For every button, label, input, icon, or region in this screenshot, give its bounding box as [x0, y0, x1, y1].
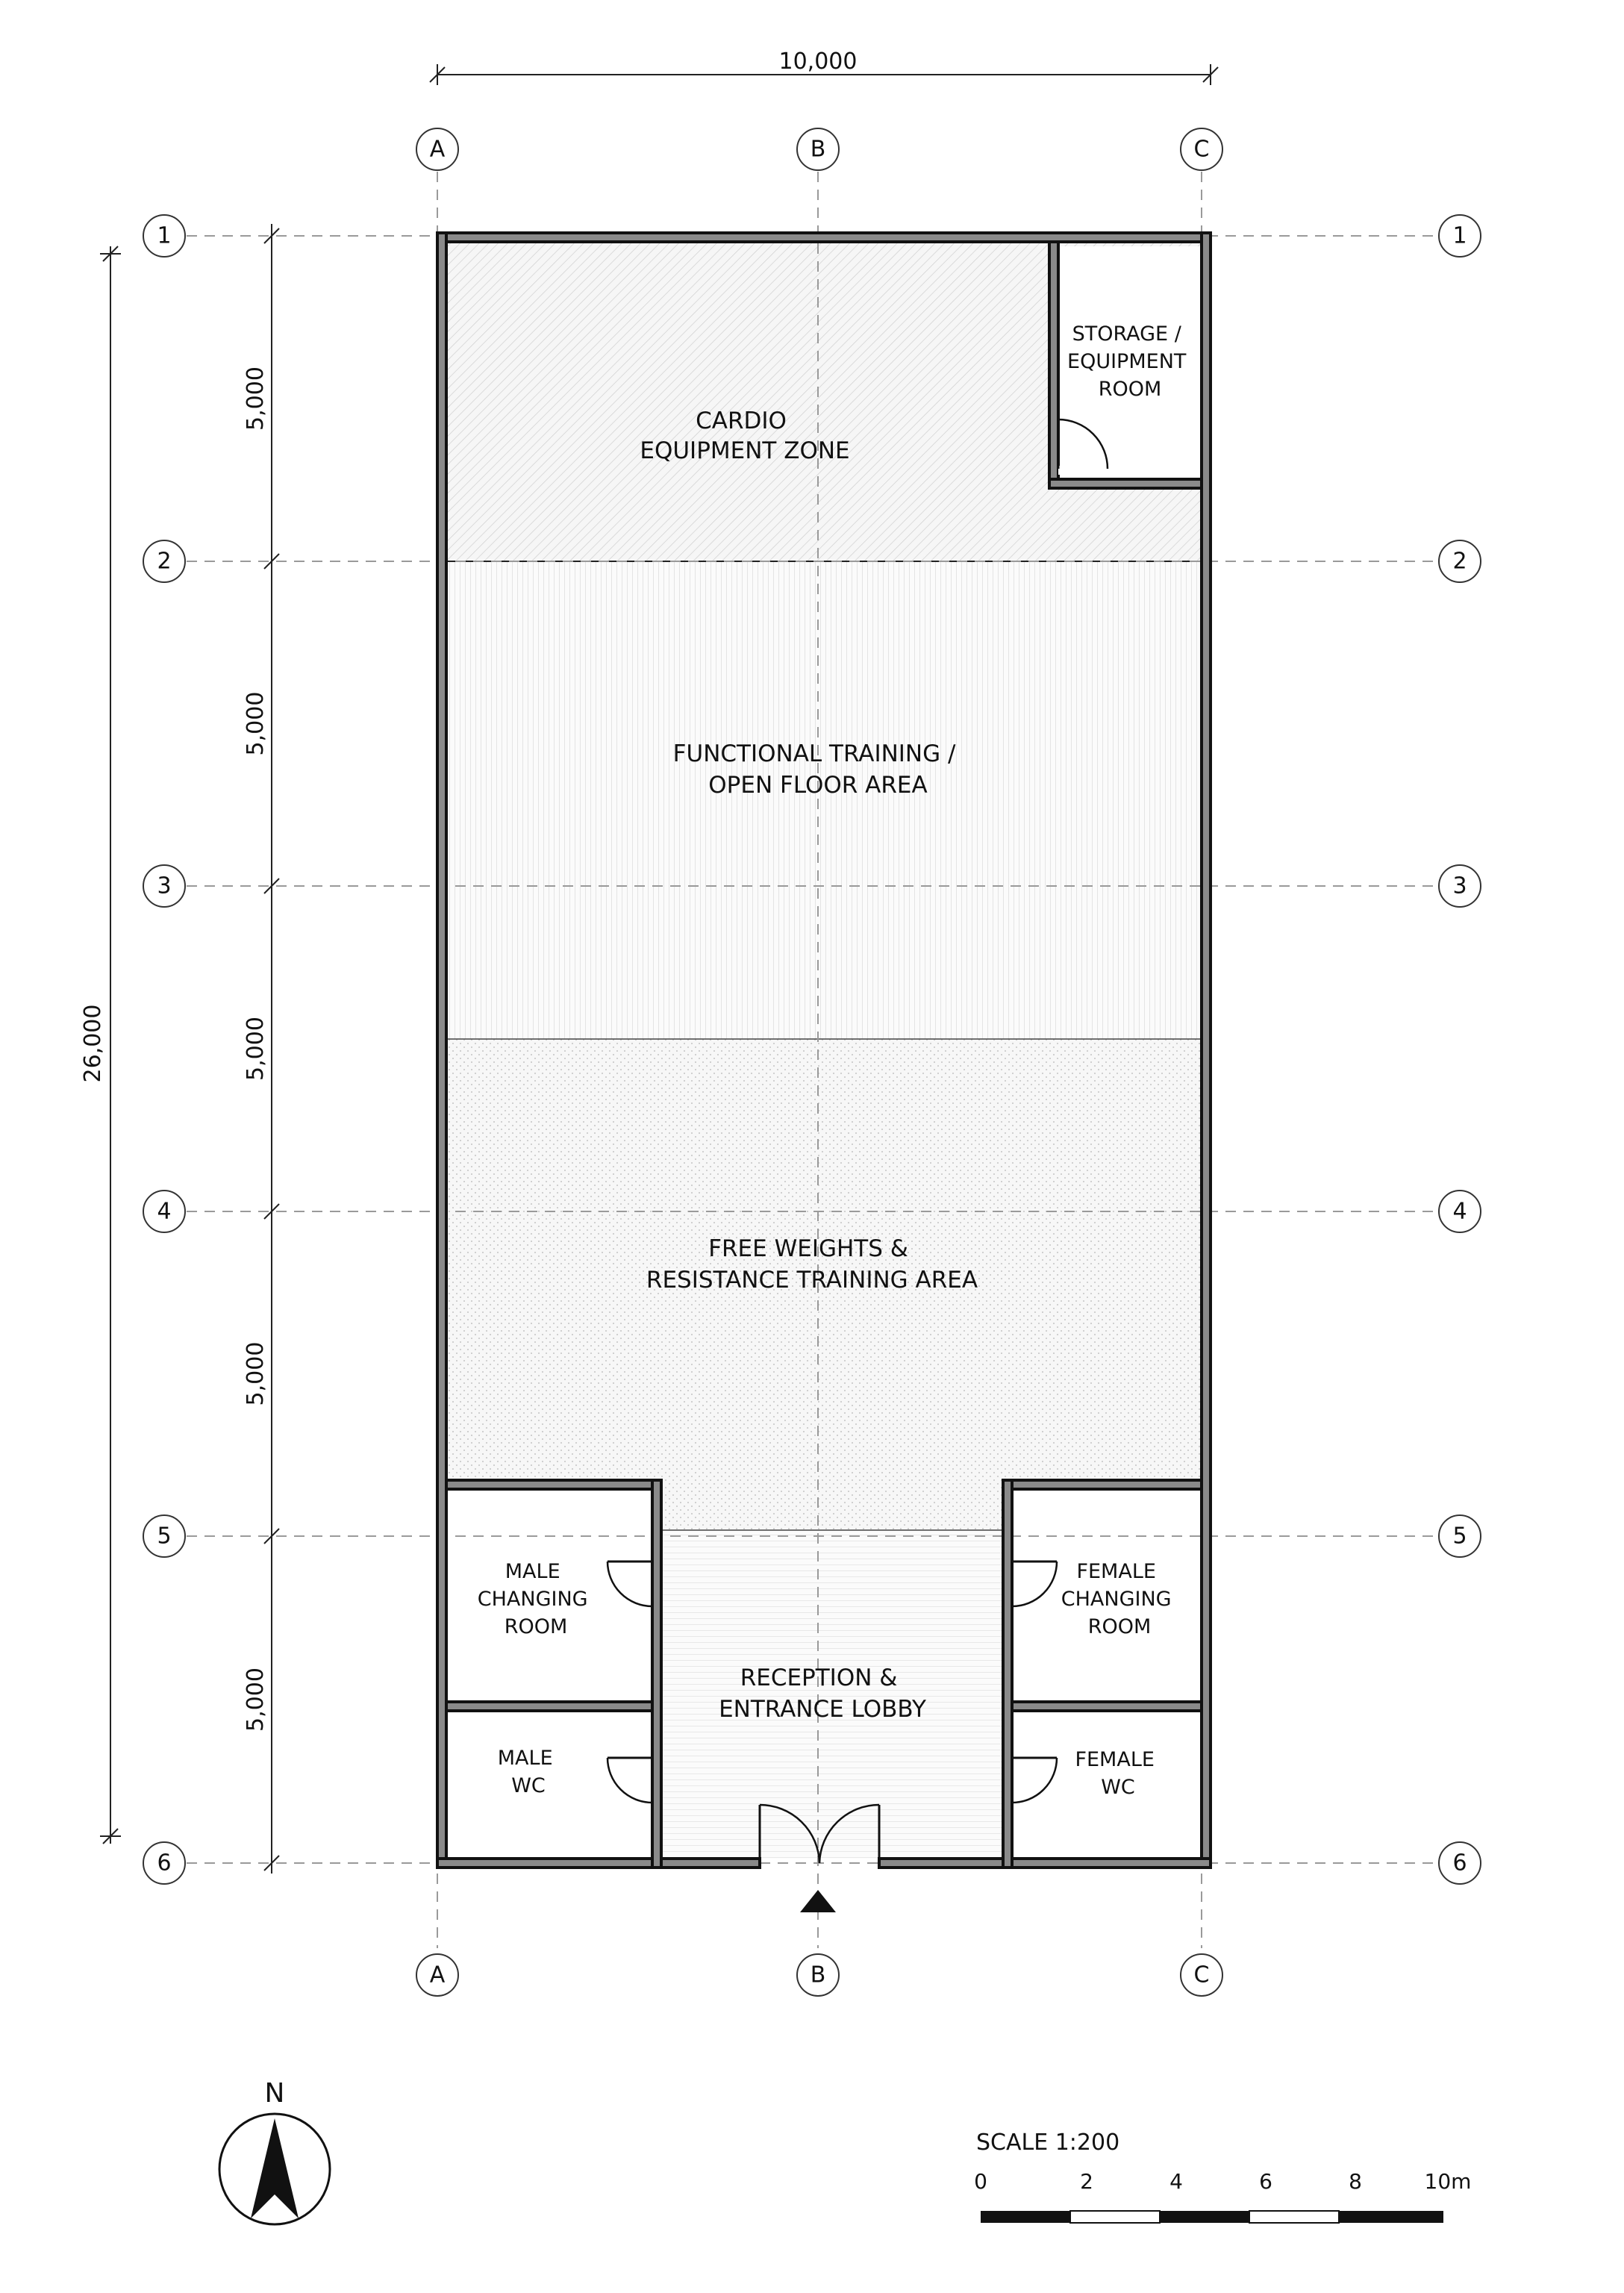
- bay-dim-text: 5,000: [243, 1342, 269, 1406]
- reception-fill: [661, 1530, 1003, 1859]
- grid-bubble-row-4-right: 4: [1438, 1190, 1481, 1233]
- grid-bubble-col-B-bottom: B: [796, 1953, 840, 1997]
- grid-label-row: 1: [1452, 223, 1467, 249]
- grid-label-row: 3: [1452, 873, 1467, 899]
- male-wc-door[interactable]: [606, 1756, 653, 1804]
- grid-bubble-row-1-right: 1: [1438, 214, 1481, 258]
- scale-tick-label: 4: [1169, 2169, 1183, 2194]
- grid-bubble-row-3-right: 3: [1438, 864, 1481, 908]
- wall-south-left: [436, 1857, 761, 1869]
- grid-lines: A A B B C C 1 1 2 2 3 3 4 4 5 5 6 6: [143, 128, 1481, 1997]
- bay-dim-text: 5,000: [243, 366, 269, 431]
- bay-dimensions: 5,000 5,000 5,000 5,000 5,000: [243, 224, 280, 1874]
- grid-bubble-col-C-bottom: C: [1180, 1953, 1223, 1997]
- grid-label-col: A: [430, 137, 446, 163]
- grid-bubble-col-C-top: C: [1180, 128, 1223, 171]
- grid-label-row: 2: [157, 549, 171, 575]
- walls: [436, 231, 1212, 1869]
- grid-label-row: 5: [157, 1523, 171, 1550]
- scale-label: SCALE 1:200: [976, 2130, 1119, 2156]
- grid-bubble-row-2-right: 2: [1438, 540, 1481, 583]
- grid-label-col: B: [811, 1962, 826, 1988]
- bay-dim-tick: [263, 228, 280, 244]
- grid-label-col: C: [1194, 1962, 1210, 1988]
- overall-width-text: 10,000: [779, 49, 858, 75]
- functional-zone-fill: [446, 561, 1202, 1039]
- grid-label-row: 2: [1452, 549, 1467, 575]
- storage-label: STORAGE / EQUIPMENT ROOM: [1067, 322, 1193, 401]
- storage-fill: [1058, 246, 1202, 478]
- grid-label-row: 3: [157, 873, 171, 899]
- bay-dim-tick: [263, 1855, 280, 1871]
- grid-bubble-col-A-bottom: A: [416, 1953, 459, 1997]
- grid-bubble-row-5-left: 5: [143, 1514, 186, 1558]
- overall-height-text: 26,000: [80, 1005, 106, 1083]
- bay-dim-text: 5,000: [243, 1668, 269, 1732]
- grid-bubble-row-4-left: 4: [143, 1190, 186, 1233]
- grid-bubble-row-5-right: 5: [1438, 1514, 1481, 1558]
- scale-bar: SCALE 1:200 0 2 4 6 8 10m: [974, 2130, 1472, 2224]
- wall-storage-west: [1048, 240, 1060, 490]
- wall-north: [436, 231, 1212, 243]
- grid-label-col: B: [811, 137, 826, 163]
- wall-male-divider: [445, 1700, 654, 1712]
- main-entrance-double-door[interactable]: [758, 1803, 881, 1864]
- female-wc-door[interactable]: [1011, 1756, 1058, 1804]
- female-changing-door[interactable]: [1011, 1560, 1058, 1608]
- wall-south-right: [878, 1857, 1212, 1869]
- cardio-label: CARDIO EQUIPMENT ZONE: [640, 408, 849, 464]
- grid-label-col: C: [1194, 137, 1210, 163]
- grid-bubble-row-6-left: 6: [143, 1841, 186, 1885]
- grid-label-col: A: [430, 1962, 446, 1988]
- north-label: N: [265, 2078, 285, 2109]
- wall-west-block-east: [651, 1479, 663, 1869]
- grid-label-row: 4: [157, 1199, 171, 1225]
- scale-tick-label: 2: [1080, 2169, 1093, 2194]
- scale-tick-label: 6: [1259, 2169, 1272, 2194]
- bay-dim-text: 5,000: [243, 1017, 269, 1081]
- grid-bubble-row-6-right: 6: [1438, 1841, 1481, 1885]
- bay-dim-text: 5,000: [243, 692, 269, 756]
- grid-bubble-col-A-top: A: [416, 128, 459, 171]
- free-weights-label: FREE WEIGHTS & RESISTANCE TRAINING AREA: [646, 1235, 978, 1294]
- female-wc-label: FEMALE WC: [1075, 1748, 1161, 1799]
- free-weights-zone-fill-lower: [661, 1489, 1003, 1530]
- male-changing-door[interactable]: [606, 1560, 653, 1608]
- wall-west: [436, 231, 448, 1869]
- grid-bubble-row-1-left: 1: [143, 214, 186, 258]
- grid-bubble-row-2-left: 2: [143, 540, 186, 583]
- wall-east-block-west: [1002, 1479, 1014, 1869]
- wall-storage-south: [1048, 478, 1203, 490]
- bay-dim-tick: [263, 1528, 280, 1544]
- bay-dim-tick: [263, 878, 280, 894]
- reception-label: RECEPTION & ENTRANCE LOBBY: [719, 1665, 926, 1723]
- wall-west-block-top: [445, 1479, 654, 1491]
- scale-tick-label: 10m: [1425, 2169, 1472, 2194]
- grid-label-row: 1: [157, 223, 171, 249]
- overall-height-dimension: 26,000: [80, 246, 121, 1844]
- grid-bubble-row-3-left: 3: [143, 864, 186, 908]
- scale-tick-label: 0: [974, 2169, 987, 2194]
- bay-dim-tick: [263, 1203, 280, 1220]
- scale-tick-label: 8: [1349, 2169, 1362, 2194]
- overall-width-dimension: 10,000: [429, 49, 1219, 85]
- wall-east-block-top: [1002, 1479, 1203, 1491]
- free-weights-zone-fill: [446, 1039, 1202, 1489]
- grid-label-row: 4: [1452, 1199, 1467, 1225]
- male-wc-label: MALE WC: [498, 1747, 559, 1797]
- grid-bubble-col-B-top: B: [796, 128, 840, 171]
- entrance-arrow-icon: [800, 1890, 836, 1912]
- female-changing-label: FEMALE CHANGING ROOM: [1061, 1560, 1178, 1638]
- grid-label-row: 6: [157, 1850, 171, 1876]
- storage-door[interactable]: [1057, 418, 1109, 475]
- grid-label-row: 5: [1452, 1523, 1467, 1550]
- male-changing-label: MALE CHANGING ROOM: [478, 1560, 594, 1638]
- north-arrow-icon: N: [218, 2078, 331, 2226]
- wall-female-divider: [1011, 1700, 1203, 1712]
- functional-label: FUNCTIONAL TRAINING / OPEN FLOOR AREA: [673, 740, 964, 799]
- grid-label-row: 6: [1452, 1850, 1467, 1876]
- bay-dim-tick: [263, 553, 280, 570]
